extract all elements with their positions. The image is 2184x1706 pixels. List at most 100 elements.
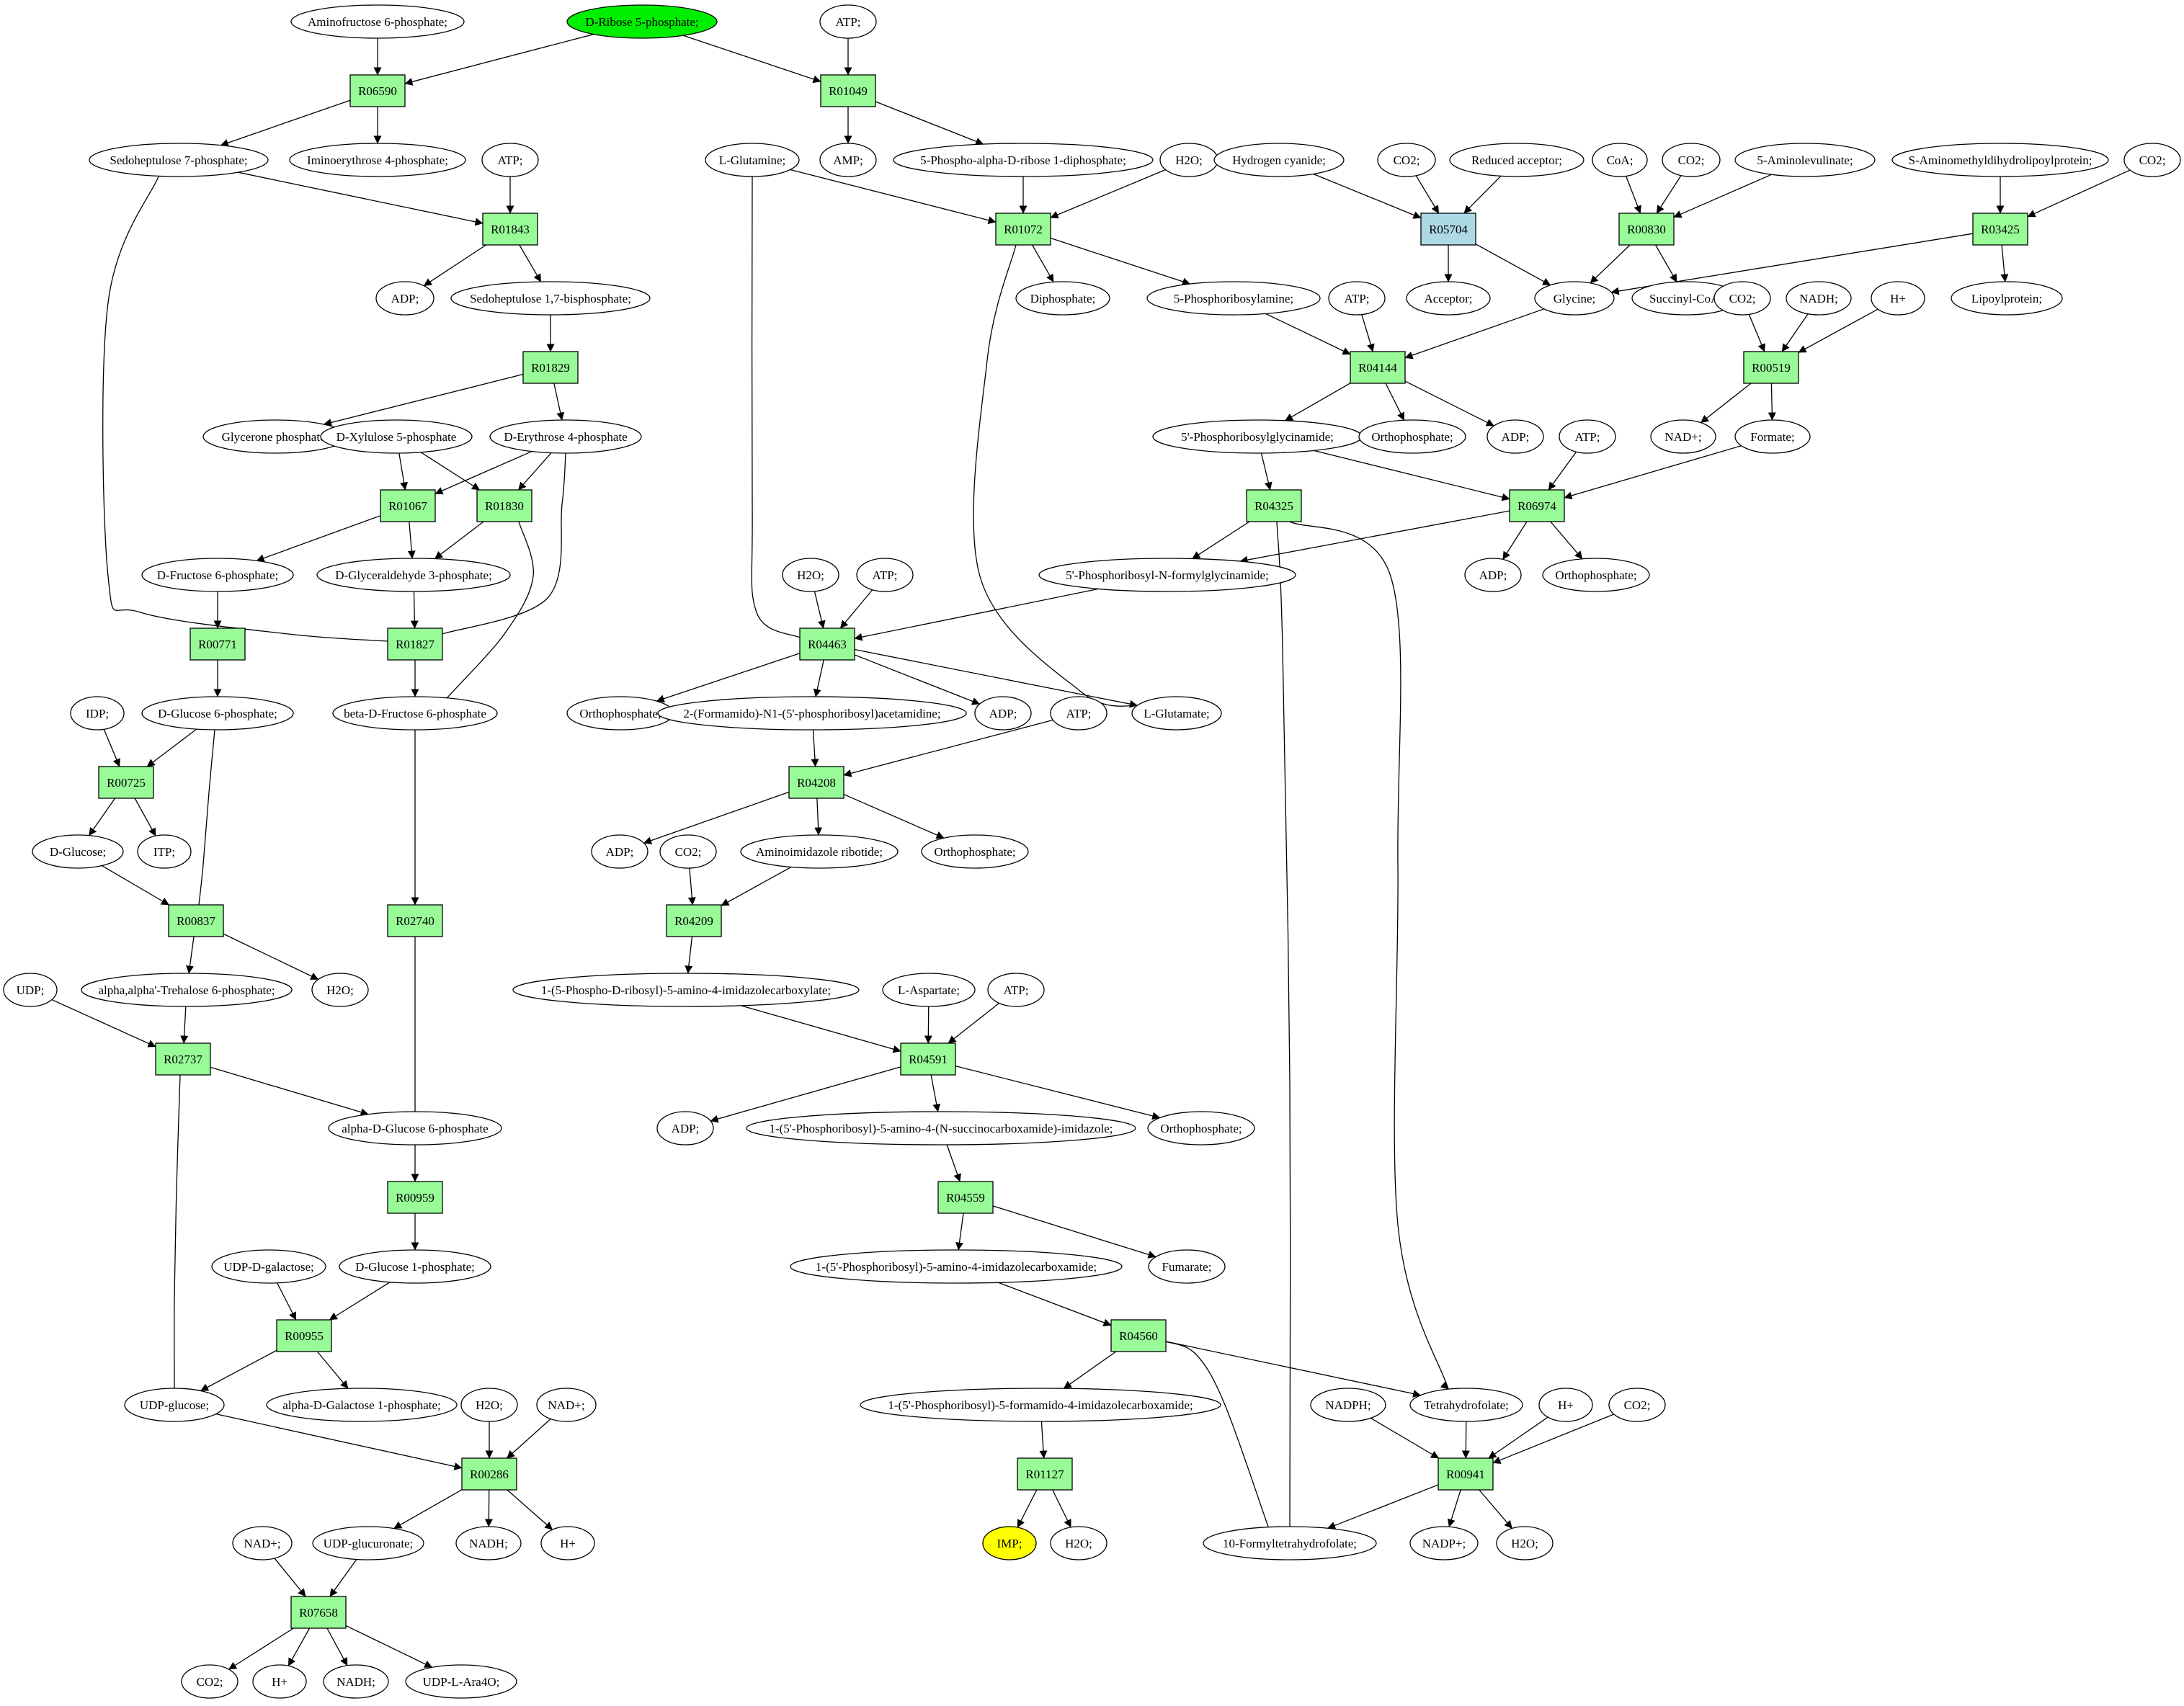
compound-node-h2o_e[interactable]: H2O;: [1050, 1526, 1107, 1560]
compound-node-udpglucuronate[interactable]: UDP-glucuronate;: [312, 1526, 424, 1560]
compound-node-atp_f[interactable]: ATP;: [987, 973, 1045, 1007]
compound-node-orthophosphate_c[interactable]: Orthophosphate;: [566, 696, 674, 731]
reaction-node-R00286[interactable]: R00286: [461, 1457, 517, 1491]
compound-node-aminolevulinate[interactable]: 5-Aminolevulinate;: [1734, 143, 1876, 177]
compound-node-glycine[interactable]: Glycine;: [1534, 281, 1615, 316]
reaction-node-R04209[interactable]: R04209: [666, 904, 722, 937]
compound-node-adp_b[interactable]: ADP;: [1487, 419, 1544, 454]
compound-node-acceptor[interactable]: Acceptor;: [1406, 281, 1491, 316]
compound-node-dglyceraldehyde3p[interactable]: D-Glyceraldehyde 3-phosphate;: [316, 558, 511, 592]
compound-node-fgar[interactable]: 5'-Phosphoribosyl-N-formylglycinamide;: [1038, 558, 1296, 592]
compound-node-hplus_b[interactable]: H+: [1538, 1388, 1593, 1422]
compound-node-dglucose1p[interactable]: D-Glucose 1-phosphate;: [339, 1249, 491, 1284]
compound-node-sedoheptulose17bp[interactable]: Sedoheptulose 1,7-bisphosphate;: [450, 281, 651, 316]
reaction-node-R06974[interactable]: R06974: [1509, 489, 1565, 522]
compound-node-nadplus_c[interactable]: NAD+;: [232, 1526, 293, 1560]
compound-node-orthophosphate_b[interactable]: Orthophosphate;: [1542, 558, 1650, 592]
compound-node-hplus_c[interactable]: H+: [540, 1526, 595, 1560]
compound-node-fumarate[interactable]: Fumarate;: [1148, 1249, 1226, 1284]
compound-node-trehalose6p[interactable]: alpha,alpha'-Trehalose 6-phosphate;: [81, 973, 293, 1007]
compound-node-dribose5p[interactable]: D-Ribose 5-phosphate;: [566, 4, 718, 39]
compound-node-co2_g[interactable]: CO2;: [181, 1664, 239, 1699]
compound-node-h2o_a[interactable]: H2O;: [1159, 143, 1218, 177]
reaction-node-R04559[interactable]: R04559: [937, 1181, 994, 1214]
reaction-node-R06590[interactable]: R06590: [349, 74, 406, 107]
compound-node-nadh_b[interactable]: NADH;: [455, 1526, 522, 1560]
compound-node-atp_top[interactable]: ATP;: [819, 4, 877, 39]
compound-node-itp[interactable]: ITP;: [137, 834, 192, 869]
compound-node-co2_d[interactable]: CO2;: [1713, 281, 1771, 316]
compound-node-lglutamine[interactable]: L-Glutamine;: [705, 143, 800, 177]
compound-node-udpdgalactose[interactable]: UDP-D-galactose;: [211, 1249, 326, 1284]
compound-node-adp_e[interactable]: ADP;: [591, 834, 648, 869]
compound-node-nadh_c[interactable]: NADH;: [323, 1664, 389, 1699]
compound-node-adp_a[interactable]: ADP;: [375, 281, 434, 316]
compound-node-atp_a[interactable]: ATP;: [481, 143, 539, 177]
reaction-node-R01829[interactable]: R01829: [522, 351, 579, 384]
compound-node-betadfructose6p[interactable]: beta-D-Fructose 6-phosphate: [332, 696, 498, 731]
compound-node-phosphoribosylamine[interactable]: 5-Phosphoribosylamine;: [1146, 281, 1321, 316]
reaction-node-R01072[interactable]: R01072: [995, 213, 1051, 246]
compound-node-co2_a[interactable]: CO2;: [1377, 143, 1436, 177]
compound-node-adp_d[interactable]: ADP;: [974, 696, 1032, 731]
compound-node-lipoylprotein[interactable]: Lipoylprotein;: [1951, 281, 2063, 316]
compound-node-alphadglucose6p[interactable]: alpha-D-Glucose 6-phosphate: [328, 1111, 502, 1145]
compound-node-adp_c[interactable]: ADP;: [1464, 558, 1522, 592]
compound-node-orthophosphate_a[interactable]: Orthophosphate;: [1358, 419, 1466, 454]
compound-node-derythrose4p[interactable]: D-Erythrose 4-phosphate: [489, 419, 642, 454]
compound-node-nadh_a[interactable]: NADH;: [1786, 281, 1852, 316]
compound-node-h2o_f[interactable]: H2O;: [1496, 1526, 1554, 1560]
compound-node-atp_b[interactable]: ATP;: [1328, 281, 1386, 316]
reaction-node-R00830[interactable]: R00830: [1618, 213, 1675, 246]
reaction-node-R04463[interactable]: R04463: [799, 628, 855, 661]
reaction-node-R01830[interactable]: R01830: [476, 489, 532, 522]
compound-node-atp_c[interactable]: ATP;: [1559, 419, 1616, 454]
compound-node-lglutamate[interactable]: L-Glutamate;: [1131, 696, 1222, 731]
compound-node-sedoheptulose7p[interactable]: Sedoheptulose 7-phosphate;: [89, 143, 269, 177]
reaction-node-R01827[interactable]: R01827: [387, 628, 443, 661]
reaction-node-R00519[interactable]: R00519: [1743, 351, 1799, 384]
compound-node-imp[interactable]: IMP;: [982, 1526, 1037, 1560]
compound-node-udpglucose[interactable]: UDP-glucose;: [124, 1388, 225, 1422]
compound-node-aicar[interactable]: 1-(5'-Phosphoribosyl)-5-amino-4-imidazol…: [790, 1249, 1123, 1284]
reaction-node-R00725[interactable]: R00725: [98, 766, 154, 799]
compound-node-diphosphate[interactable]: Diphosphate;: [1015, 281, 1110, 316]
reaction-node-R04560[interactable]: R04560: [1110, 1319, 1167, 1352]
reaction-node-R07658[interactable]: R07658: [290, 1596, 347, 1629]
compound-node-hplus_d[interactable]: H+: [252, 1664, 307, 1699]
compound-node-saminomethyl[interactable]: S-Aminomethyldihydrolipoylprotein;: [1891, 143, 2109, 177]
compound-node-cair[interactable]: 1-(5-Phospho-D-ribosyl)-5-amino-4-imidaz…: [512, 973, 860, 1007]
reaction-node-R00959[interactable]: R00959: [387, 1181, 443, 1214]
reaction-node-R04325[interactable]: R04325: [1246, 489, 1302, 522]
compound-node-udplara4o[interactable]: UDP-L-Ara4O;: [405, 1664, 517, 1699]
compound-node-iminoerythrose4p[interactable]: Iminoerythrose 4-phosphate;: [289, 143, 466, 177]
compound-node-dfructose6p[interactable]: D-Fructose 6-phosphate;: [141, 558, 294, 592]
compound-node-udp_a[interactable]: UDP;: [3, 973, 58, 1007]
reaction-node-R04208[interactable]: R04208: [788, 766, 844, 799]
compound-node-dxylulose5p[interactable]: D-Xylulose 5-phosphate: [320, 419, 473, 454]
compound-node-orthophosphate_e[interactable]: Orthophosphate;: [1147, 1111, 1255, 1145]
compound-node-idp[interactable]: IDP;: [70, 696, 125, 731]
compound-node-thf[interactable]: Tetrahydrofolate;: [1409, 1388, 1523, 1422]
compound-node-adp_f[interactable]: ADP;: [656, 1111, 714, 1145]
compound-node-h2o_b[interactable]: H2O;: [782, 558, 839, 592]
compound-node-h2o_d[interactable]: H2O;: [460, 1388, 518, 1422]
reaction-node-R02740[interactable]: R02740: [387, 904, 443, 937]
reaction-node-R03425[interactable]: R03425: [1972, 213, 2028, 246]
compound-node-succinylcoa[interactable]: Succinyl-CoA;: [1631, 281, 1741, 316]
compound-node-laspartate[interactable]: L-Aspartate;: [882, 973, 976, 1007]
compound-node-nadplus_a[interactable]: NAD+;: [1650, 419, 1716, 454]
compound-node-fgam[interactable]: 2-(Formamido)-N1-(5'-phosphoribosyl)acet…: [657, 696, 967, 731]
compound-node-gar[interactable]: 5'-Phosphoribosylglycinamide;: [1152, 419, 1363, 454]
compound-node-h2o_c[interactable]: H2O;: [311, 973, 369, 1007]
compound-node-nadph[interactable]: NADPH;: [1310, 1388, 1386, 1422]
compound-node-amp[interactable]: AMP;: [819, 143, 877, 177]
compound-node-saicar[interactable]: 1-(5'-Phosphoribosyl)-5-amino-4-(N-succi…: [746, 1111, 1136, 1145]
compound-node-alphadgalactose1p[interactable]: alpha-D-Galactose 1-phosphate;: [266, 1388, 458, 1422]
compound-node-reducedacceptor[interactable]: Reduced acceptor;: [1449, 143, 1584, 177]
compound-node-co2_e[interactable]: CO2;: [659, 834, 717, 869]
compound-node-prpp[interactable]: 5-Phospho-alpha-D-ribose 1-diphosphate;: [893, 143, 1154, 177]
reaction-node-R04144[interactable]: R04144: [1350, 351, 1406, 384]
compound-node-nadpplus[interactable]: NADP+;: [1409, 1526, 1479, 1560]
compound-node-dglucose6p[interactable]: D-Glucose 6-phosphate;: [141, 696, 294, 731]
